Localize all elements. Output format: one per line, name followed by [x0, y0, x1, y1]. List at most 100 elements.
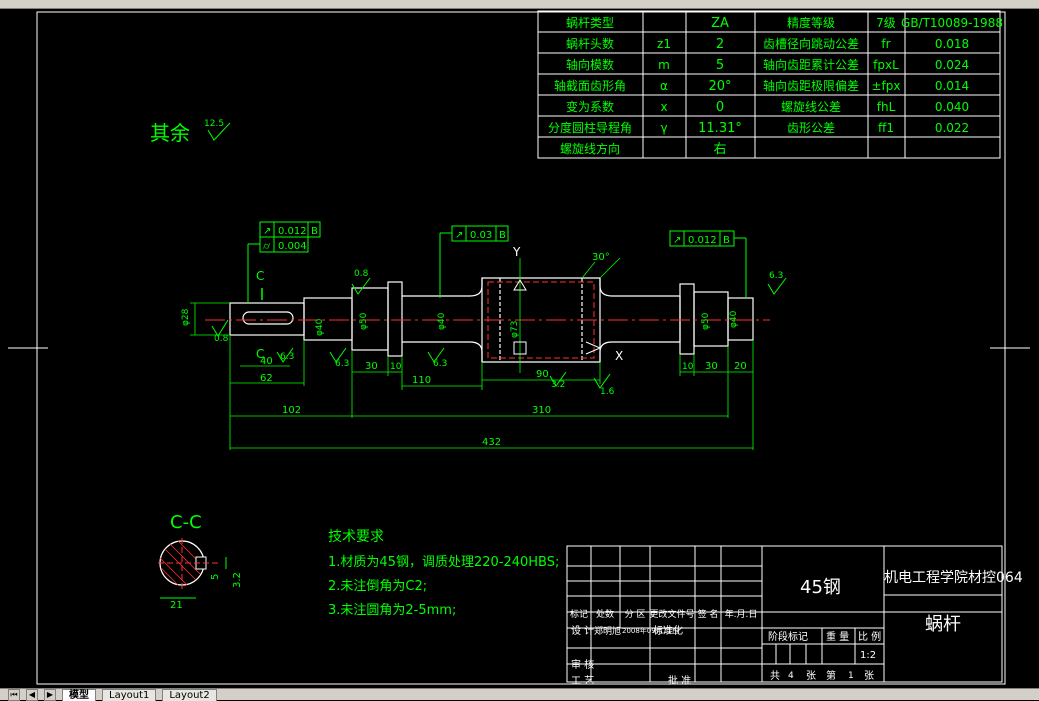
param-cell-1-symbol: z1	[657, 37, 671, 51]
first-tab-icon[interactable]: ⏮	[8, 688, 20, 701]
tb-col-label-4: 签 名	[698, 608, 719, 620]
param-cell-5-value2: 0.022	[935, 121, 969, 135]
param-cell-5-symbol2: ff1	[878, 121, 894, 135]
tb-material: 45钢	[800, 577, 841, 598]
param-cell-2-value2: 0.024	[935, 58, 969, 72]
parameter-table	[537, 10, 1001, 159]
dim-432: 432	[482, 437, 501, 448]
tb-sheets-word: 张	[806, 670, 816, 682]
tab-model[interactable]: 模型	[62, 688, 96, 701]
tb-no-prefix: 第	[826, 669, 836, 682]
param-cell-1-symbol2: fr	[881, 37, 890, 51]
tech-req-line-3: 3.未注圆角为2-5mm;	[328, 603, 456, 618]
rough-1-6: 1.6	[600, 387, 615, 397]
tb-total-prefix: 共	[770, 670, 780, 682]
surface-note-roughness: 12.5	[204, 119, 224, 129]
param-cell-2-symbol: m	[658, 58, 670, 72]
param-cell-3-symbol2: ±fpx	[872, 79, 901, 93]
tolerance-frame-middle	[439, 225, 509, 298]
dim-310: 310	[532, 405, 551, 416]
dim-20: 20	[734, 361, 747, 372]
tab-layout2[interactable]: Layout2	[162, 688, 217, 701]
param-cell-5-symbol: γ	[660, 121, 667, 135]
rough-6-3c: 6.3	[769, 271, 783, 281]
rough-6-3a: 6.3	[335, 359, 349, 369]
tb-scale-label: 比 例	[858, 630, 881, 643]
param-cell-4-symbol2: fhL	[877, 100, 896, 114]
param-cell-5-label2: 齿形公差	[787, 121, 835, 135]
pitch-line-box	[487, 281, 595, 359]
dim-30b: 30	[705, 361, 718, 372]
tb-designer: 郑明旭	[594, 625, 621, 637]
ucs-icon	[513, 279, 602, 355]
section-dim-21: 21	[170, 600, 183, 611]
tb-no-word: 张	[864, 670, 874, 682]
tb-weight-label: 重 量	[826, 630, 849, 643]
param-cell-0-value: ZA	[711, 16, 729, 31]
dim-angle-30: 30°	[592, 252, 610, 263]
param-cell-3-label: 轴截面齿形角	[554, 78, 626, 93]
dia-40c: φ40	[729, 310, 739, 328]
tb-col-label-5: 年.月.日	[725, 608, 758, 620]
surface-note-text: 其余	[150, 121, 190, 145]
param-cell-1-label2: 齿槽径向跳动公差	[763, 36, 859, 51]
param-cell-0-label2: 精度等级	[787, 15, 835, 30]
param-cell-2-label: 轴向模数	[566, 57, 614, 72]
tb-stage-label: 阶段标记	[768, 630, 808, 643]
dim-10a: 10	[390, 362, 402, 372]
tb-design-label: 设 计	[571, 624, 594, 637]
dim-90: 90	[536, 369, 549, 380]
tb-part-name: 蜗杆	[925, 614, 961, 635]
param-cell-3-label2: 轴向齿距极限偏差	[763, 78, 859, 93]
tb-approve-label: 批 准	[668, 674, 691, 687]
tol-left-symbol: ↗	[263, 226, 271, 237]
axis-y-label: Y	[512, 245, 521, 259]
param-cell-4-symbol: x	[660, 100, 667, 114]
window-top-strip	[0, 0, 1039, 9]
tb-std-label: 标准化	[653, 624, 683, 637]
param-cell-6-label: 螺旋线方向	[560, 141, 620, 156]
tb-school: 机电工程学院材控064	[884, 570, 1023, 586]
param-cell-2-value: 5	[716, 58, 724, 73]
tol-mid-value: 0.03	[470, 230, 492, 241]
next-tab-icon[interactable]: ▶	[44, 688, 56, 701]
roughness-marks	[211, 277, 787, 389]
tb-col-label-0: 标记	[570, 608, 588, 620]
layout-tab-bar: ⏮ ◀ ▶ 模型 Layout1 Layout2	[0, 688, 1039, 701]
tb-process-label: 工 艺	[571, 675, 594, 687]
param-cell-1-value: 2	[716, 37, 724, 52]
param-cell-3-symbol: α	[660, 79, 668, 93]
param-cell-3-value2: 0.014	[935, 79, 969, 93]
param-cell-4-value2: 0.040	[935, 100, 969, 114]
param-cell-5-value: 11.31°	[698, 121, 742, 136]
tol-right-datum: B	[723, 235, 730, 246]
tol-left-cyl-symbol: ⌭	[263, 241, 271, 252]
section-mark-bottom: C	[256, 347, 264, 361]
param-cell-4-value: 0	[716, 100, 724, 115]
tb-column-labels: 标记处数分 区更改文件号签 名年.月.日	[570, 608, 757, 620]
dim-30a: 30	[365, 361, 378, 372]
tab-layout1[interactable]: Layout1	[102, 688, 157, 701]
dim-102: 102	[282, 405, 301, 416]
param-cell-2-symbol2: fpxL	[873, 58, 899, 72]
tol-left-datum: B	[311, 226, 318, 237]
param-cell-5-label: 分度圆柱导程角	[548, 120, 632, 135]
tb-col-label-1: 处数	[596, 608, 614, 620]
tol-mid-datum: B	[499, 230, 506, 241]
tech-req-line-1: 1.材质为45钢，调质处理220-240HBS;	[328, 555, 559, 570]
prev-tab-icon[interactable]: ◀	[26, 688, 38, 701]
dia-28: φ28	[181, 308, 191, 326]
section-view	[158, 538, 227, 599]
rough-6-3d: 6.3	[280, 352, 294, 362]
param-cell-1-label: 蜗杆头数	[566, 36, 614, 51]
rough-6-3b: 6.3	[433, 359, 447, 369]
tolerance-frame-left	[247, 221, 321, 303]
tb-design-date: 2008年09月11日	[622, 626, 679, 635]
rough-3-2: 3.2	[551, 380, 565, 390]
dia-40b: φ40	[437, 312, 447, 330]
tb-sheet-total: 4	[788, 671, 794, 681]
tol-left-cyl-value: 0.004	[278, 241, 307, 252]
param-cell-3-value: 20°	[708, 79, 731, 94]
